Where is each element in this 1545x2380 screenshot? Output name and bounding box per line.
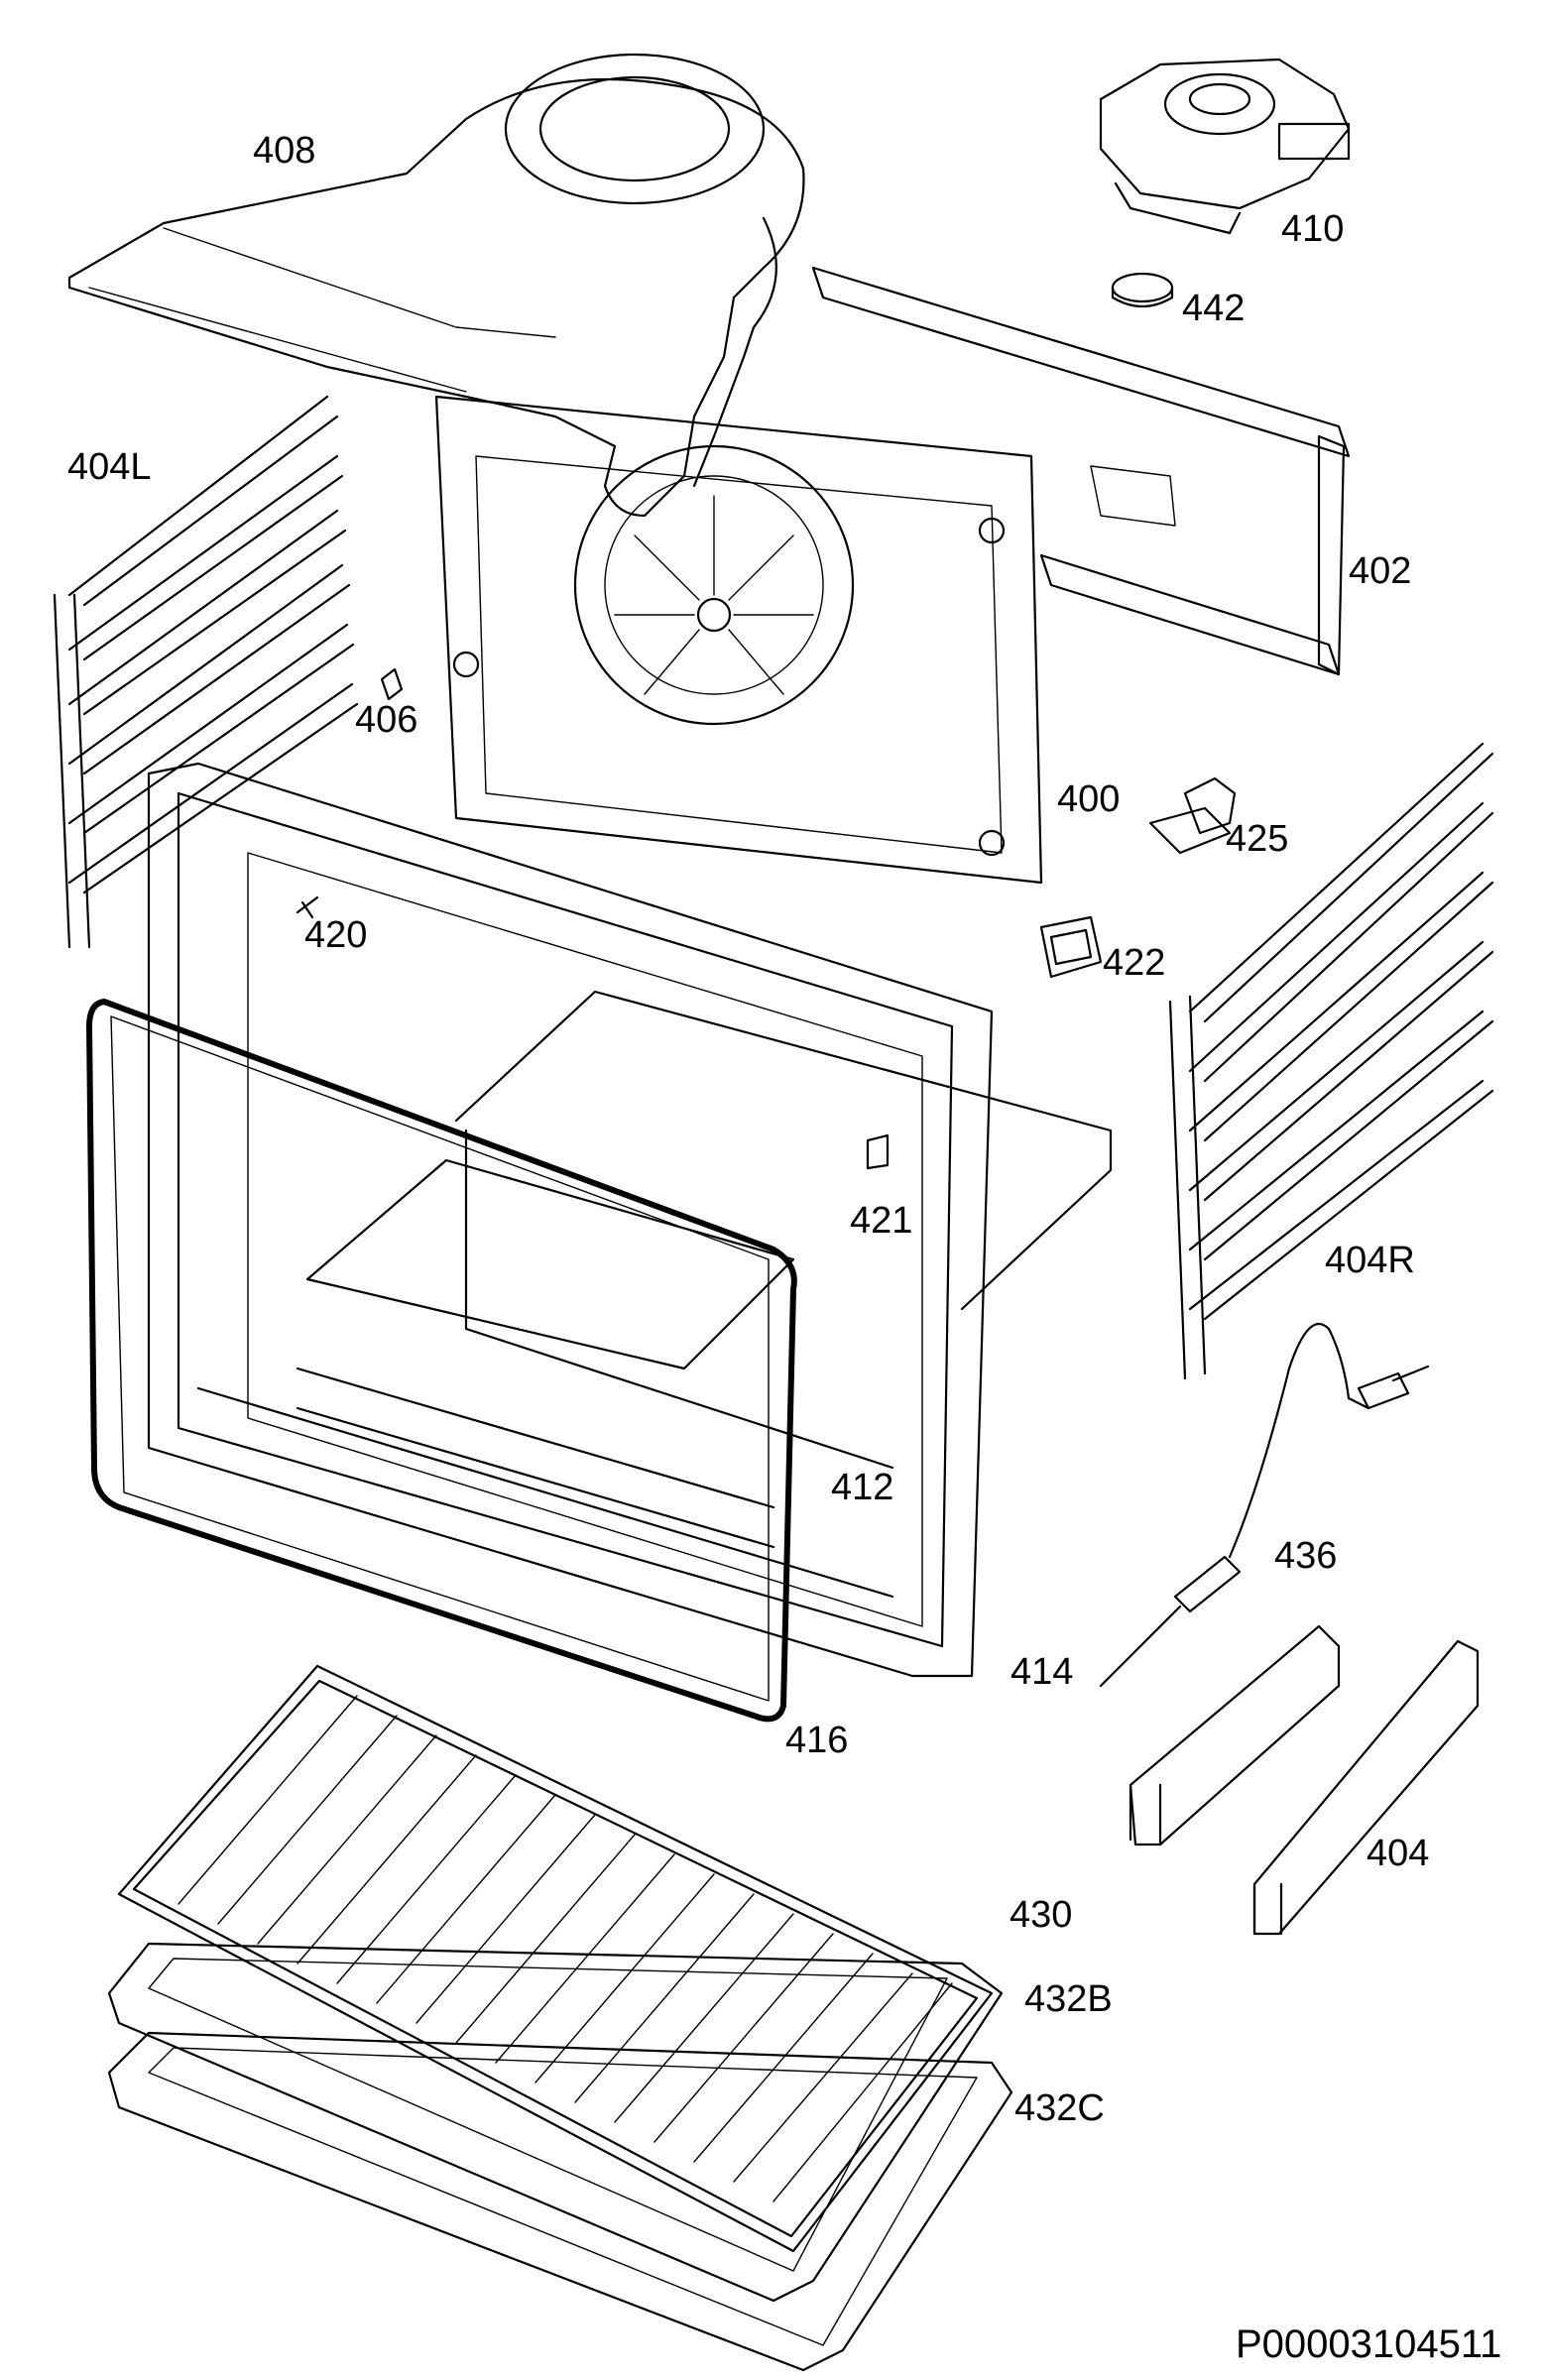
part-404-telescopic-runners: [1129, 1624, 1480, 1936]
label-406: 406: [355, 699, 418, 741]
part-421-screw: [866, 1133, 890, 1170]
part-442-disc: [1111, 272, 1174, 307]
label-442: 442: [1182, 288, 1246, 329]
label-416: 416: [785, 1720, 849, 1761]
part-416-door-gasket: [86, 999, 797, 1723]
part-425-clip: [1148, 776, 1237, 855]
part-404R-right-shelf-support: [1168, 742, 1494, 1380]
label-404: 404: [1367, 1833, 1430, 1874]
part-430-wire-shelf: [117, 1664, 994, 2253]
label-420: 420: [304, 914, 368, 956]
label-410: 410: [1281, 208, 1345, 250]
label-408: 408: [253, 130, 316, 172]
reference-code: P00003104511: [1236, 2322, 1502, 2366]
label-421: 421: [850, 1200, 913, 1242]
part-422-lamp-holder: [1039, 915, 1103, 979]
part-400-back-panel: [434, 395, 1043, 885]
part-404L-left-shelf-support: [53, 395, 359, 949]
label-404L: 404L: [67, 446, 152, 488]
part-432B-baking-tray: [107, 1942, 1004, 2303]
label-436: 436: [1274, 1535, 1338, 1577]
label-400: 400: [1057, 778, 1121, 820]
part-406-clip: [380, 667, 404, 701]
part-402-rear-rail: [811, 266, 1351, 676]
label-414: 414: [1010, 1651, 1074, 1693]
part-420-screw: [296, 895, 319, 919]
part-410-fan-motor: [1099, 58, 1351, 235]
label-425: 425: [1226, 818, 1289, 860]
part-436-probe-cable: [1228, 1322, 1430, 1559]
label-422: 422: [1103, 942, 1166, 984]
label-432B: 432B: [1024, 1978, 1113, 2020]
part-408-fan-cover: [67, 53, 805, 518]
label-412: 412: [831, 1467, 894, 1508]
label-430: 430: [1010, 1894, 1073, 1936]
label-432C: 432C: [1014, 2087, 1105, 2129]
label-404R: 404R: [1325, 1240, 1415, 1281]
part-432C-deep-tray: [107, 2031, 1013, 2372]
part-412-cavity-frame: [147, 762, 1113, 1678]
part-414-probe: [1099, 1555, 1242, 1688]
label-402: 402: [1349, 550, 1412, 592]
